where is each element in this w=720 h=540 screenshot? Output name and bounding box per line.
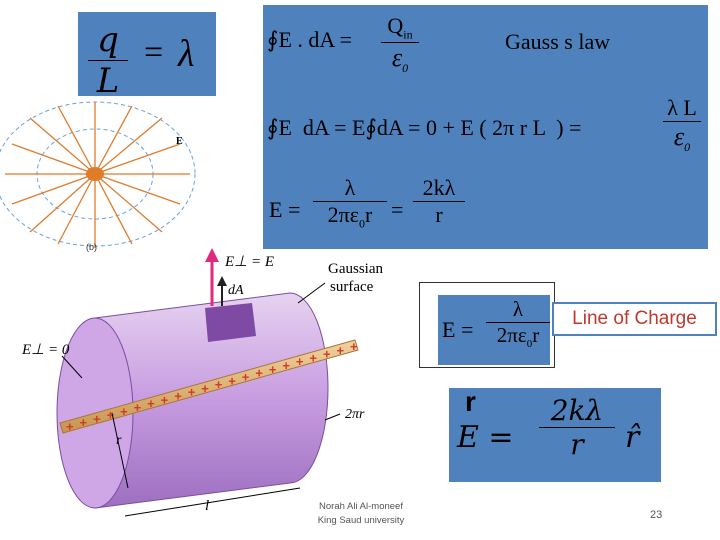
- boxed-eq-den-sub: 0: [526, 338, 533, 351]
- charge-plus-sign: +: [350, 339, 358, 354]
- vector-field-equation-box: r E = 2kλ r r̂: [449, 386, 661, 482]
- gauss-line3-num1: λ: [344, 175, 356, 200]
- charge-plus-sign: +: [80, 415, 88, 430]
- vector-eq-num: 2kλ: [550, 394, 604, 427]
- charge-plus-sign: +: [134, 400, 142, 415]
- two-pi-r-label: 2πr: [345, 407, 365, 422]
- gauss-law-label: Gauss s law: [505, 29, 611, 54]
- gauss-line3-den2: r: [435, 202, 443, 227]
- charge-plus-signs: + + + + + + + + + + + + + + + + + + + + + +: [66, 339, 358, 434]
- charge-plus-sign: +: [201, 381, 209, 396]
- gauss-line2: ∮E dA = E∮dA = 0 + E ( 2π r L ) =: [267, 115, 582, 140]
- charge-plus-sign: +: [309, 350, 317, 365]
- gauss-lambda-l: λ L: [667, 95, 697, 120]
- boxed-equation-fill: [438, 295, 550, 365]
- area-patch-da: [205, 303, 256, 342]
- vector-eq-den: r: [570, 428, 584, 461]
- gaussian-surface-pointer: [297, 282, 326, 304]
- charge-plus-sign: +: [242, 369, 250, 384]
- line-charge-dot: [86, 167, 104, 181]
- charge-plus-sign: +: [174, 389, 182, 404]
- length-dimension-line: [124, 487, 301, 517]
- gauss-line3-num2: 2kλ: [422, 175, 456, 200]
- radial-field-diagram: E (b): [0, 101, 196, 252]
- da-label: dA: [228, 283, 244, 298]
- length-label: l: [205, 498, 209, 514]
- charge-plus-sign: +: [255, 366, 263, 381]
- line-of-charge-label: Line of Charge: [552, 302, 717, 336]
- charge-plus-sign: +: [215, 377, 223, 392]
- page-number: 23: [650, 509, 663, 521]
- charge-plus-sign: +: [120, 404, 128, 419]
- boxed-field-equation: E = λ 2πε0r: [419, 282, 555, 368]
- vector-eq-lhs: E =: [457, 420, 514, 455]
- charge-plus-sign: +: [66, 419, 74, 434]
- charge-plus-sign: +: [147, 396, 155, 411]
- radius-line: [111, 412, 129, 489]
- boxed-eq-lhs: E =: [442, 317, 474, 342]
- gauss-line3-den1: 2πε: [327, 202, 360, 227]
- charge-plus-sign: +: [323, 347, 331, 362]
- gauss-qin: Q: [387, 13, 404, 38]
- vector-eq-r-label: r: [465, 386, 476, 417]
- field-line-arrows: [5, 102, 190, 248]
- gauss-epsilon-2: ε: [673, 122, 685, 151]
- gauss-epsilon-sub: 0: [402, 61, 409, 76]
- q-over-l-equation-box: q L = λ: [78, 12, 216, 101]
- eq-denominator-l: L: [96, 61, 120, 101]
- gauss-qin-sub: in: [403, 27, 413, 42]
- charge-plus-sign: +: [228, 373, 236, 388]
- footer-author-block: Norah Ali Al-moneef King Saud university: [300, 500, 422, 528]
- charge-plus-sign: +: [188, 385, 196, 400]
- eq-numerator-q: q: [97, 20, 119, 60]
- e-perp-equals-e-label: E⊥ = E: [224, 254, 274, 270]
- radius-label: r: [116, 433, 122, 448]
- footer-university: King Saud university: [317, 515, 405, 526]
- charge-plus-sign: +: [93, 411, 101, 426]
- gaussian-surface-label: Gaussian surface: [328, 261, 387, 295]
- e-perp-zero-pointer: [61, 355, 83, 379]
- boxed-eq-den: 2πε: [496, 323, 527, 347]
- gauss-derivation-box: ∮E . dA = Qin ε0 Gauss s law ∮E dA = E∮d…: [263, 5, 708, 249]
- charge-plus-sign: +: [282, 358, 290, 373]
- gauss-line3-den1-tail: r: [365, 202, 373, 227]
- cylinder-body: [94, 292, 329, 509]
- boxed-eq-den-tail: r: [532, 323, 540, 347]
- gauss-line3-den1-sub: 0: [359, 216, 366, 231]
- gaussian-cylinder-diagram: + + + + + + + + + + + + + + + + + + + + + + E⊥ = E dA Gaussia…: [21, 248, 387, 517]
- lambda-symbol: λ: [178, 33, 195, 75]
- gauss-line3-lhs: E =: [269, 197, 301, 222]
- gauss-line1-lhs: ∮E . dA =: [267, 27, 352, 52]
- charge-plus-sign: +: [161, 392, 169, 407]
- gauss-epsilon-2-sub: 0: [684, 140, 691, 155]
- gauss-line3-eq: =: [391, 197, 404, 222]
- e-perp-zero-label: E⊥ = 0: [21, 342, 70, 358]
- charged-rod: [59, 339, 359, 434]
- gauss-epsilon: ε: [391, 43, 403, 73]
- equals-sign: =: [144, 34, 164, 71]
- boxed-eq-num: λ: [512, 297, 524, 321]
- charge-plus-sign: +: [296, 354, 304, 369]
- charge-plus-sign: +: [269, 362, 277, 377]
- vector-eq-r-hat: r̂: [625, 420, 640, 455]
- two-pi-r-pointer: [324, 413, 341, 421]
- e-field-arrowhead: [205, 248, 219, 262]
- figure-caption-b: (b): [86, 242, 97, 252]
- e-vector-label: E: [176, 136, 183, 147]
- da-arrowhead: [217, 276, 227, 286]
- footer-author: Norah Ali Al-moneef: [319, 501, 403, 512]
- charge-plus-sign: +: [107, 408, 115, 423]
- charge-plus-sign: +: [336, 343, 344, 358]
